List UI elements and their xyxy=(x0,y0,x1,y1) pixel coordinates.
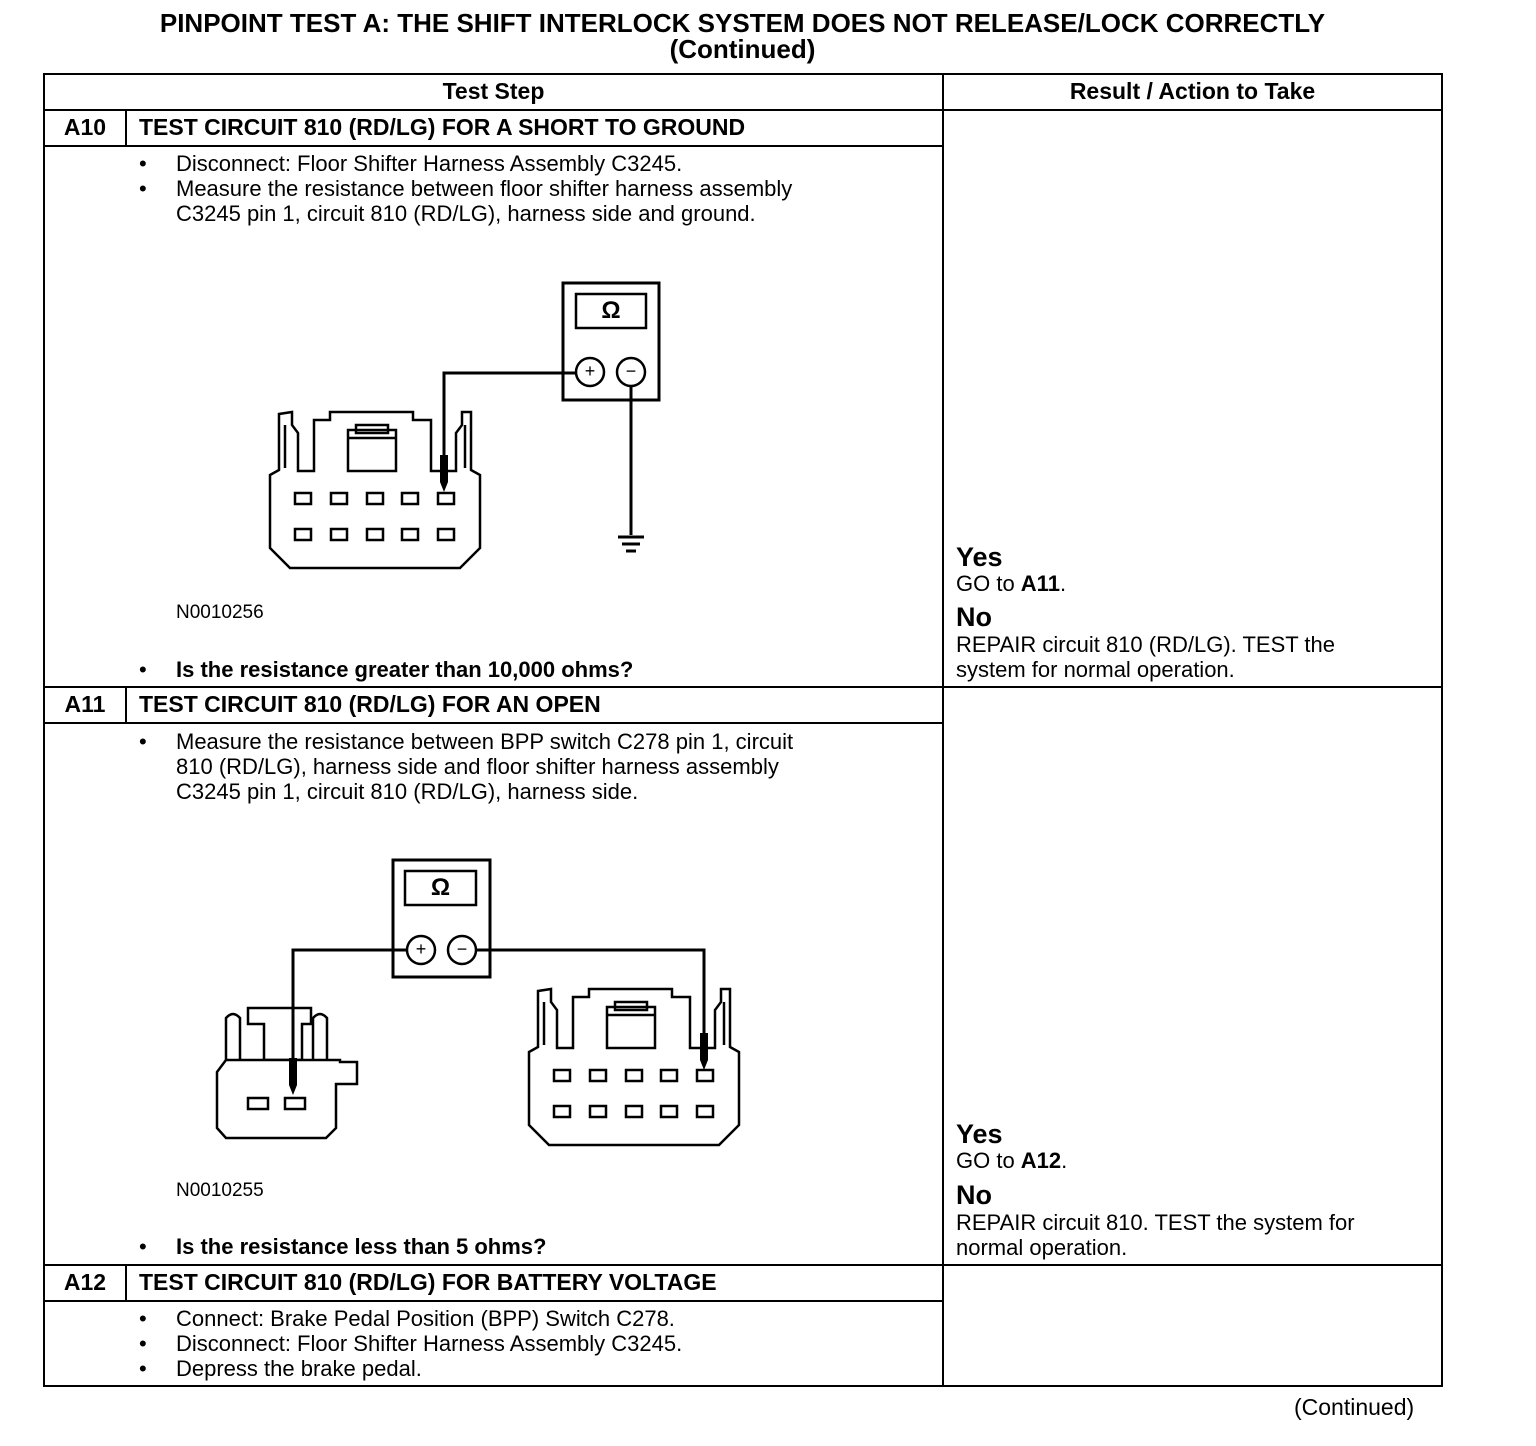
step-a12-id-divider xyxy=(125,1264,127,1301)
bullet-icon: • xyxy=(139,1234,147,1259)
pinpoint-test-table xyxy=(43,73,1443,1387)
step-a11-instruction-3: C3245 pin 1, circuit 810 (RD/LG), harnes… xyxy=(176,779,639,804)
step-a11-no-action-1: REPAIR circuit 810. TEST the system for xyxy=(956,1210,1355,1235)
step-a12-instruction-1: Connect: Brake Pedal Position (BPP) Swit… xyxy=(176,1306,675,1331)
step-a10-no-label: No xyxy=(956,602,992,632)
page-title-continued: (Continued) xyxy=(669,34,816,64)
step-a11-bottom-rule xyxy=(43,1264,1443,1266)
step-a11-no-label: No xyxy=(956,1180,992,1210)
step-a11-title: TEST CIRCUIT 810 (RD/LG) FOR AN OPEN xyxy=(139,691,601,717)
step-a10-instruction-3: C3245 pin 1, circuit 810 (RD/LG), harnes… xyxy=(176,201,756,226)
page-title: PINPOINT TEST A: THE SHIFT INTERLOCK SYS… xyxy=(159,8,1326,38)
step-a11-title-rule xyxy=(43,722,943,724)
step-a10-figure-id: N0010256 xyxy=(176,602,264,623)
step-a10-question: Is the resistance greater than 10,000 oh… xyxy=(176,657,634,682)
ohm-symbol-icon: Ω xyxy=(601,297,621,324)
column-header-test-step: Test Step xyxy=(442,78,545,104)
step-a12-instruction-2: Disconnect: Floor Shifter Harness Assemb… xyxy=(176,1331,683,1356)
step-a11-figure-id: N0010255 xyxy=(176,1180,264,1201)
step-a10-bottom-rule xyxy=(43,686,1443,688)
column-header-result-action: Result / Action to Take xyxy=(1069,78,1316,104)
step-a11-instruction-1: Measure the resistance between BPP switc… xyxy=(176,729,794,754)
plus-icon: + xyxy=(584,361,596,381)
step-a10-title-rule xyxy=(43,145,943,147)
step-a10-title: TEST CIRCUIT 810 (RD/LG) FOR A SHORT TO … xyxy=(139,114,746,140)
bullet-icon: • xyxy=(139,657,147,682)
step-a10-instruction-2: Measure the resistance between floor shi… xyxy=(176,176,793,201)
step-a11-yes-label: Yes xyxy=(956,1119,1003,1149)
step-a11-question: Is the resistance less than 5 ohms? xyxy=(176,1234,547,1259)
bullet-icon: • xyxy=(139,151,147,176)
step-a10-id: A10 xyxy=(63,114,107,140)
plus-icon: + xyxy=(415,939,427,959)
step-a12-title: TEST CIRCUIT 810 (RD/LG) FOR BATTERY VOL… xyxy=(139,1269,717,1295)
step-a11-id: A11 xyxy=(64,691,106,717)
step-a10-yes-label: Yes xyxy=(956,542,1003,572)
bullet-icon: • xyxy=(139,176,147,201)
bullet-icon: • xyxy=(139,1306,147,1331)
step-a12-id: A12 xyxy=(63,1269,107,1295)
step-a10-instruction-1: Disconnect: Floor Shifter Harness Assemb… xyxy=(176,151,683,176)
bullet-icon: • xyxy=(139,729,147,754)
step-a10-no-action-1: REPAIR circuit 810 (RD/LG). TEST the xyxy=(956,632,1336,657)
step-a11-id-divider xyxy=(125,686,127,723)
step-a11-instruction-2: 810 (RD/LG), harness side and floor shif… xyxy=(176,754,779,779)
footer-continued: (Continued) xyxy=(1294,1394,1415,1420)
step-a10-yes-action: GO to A11. xyxy=(956,571,1067,596)
header-rule xyxy=(43,109,1443,111)
step-a12-title-rule xyxy=(43,1300,943,1302)
step-a12-instruction-3: Depress the brake pedal. xyxy=(176,1356,422,1381)
bullet-icon: • xyxy=(139,1331,147,1356)
step-a10-id-divider xyxy=(125,109,127,146)
minus-icon: − xyxy=(625,361,637,381)
bullet-icon: • xyxy=(139,1356,147,1381)
step-a11-no-action-2: normal operation. xyxy=(956,1235,1128,1260)
ohm-symbol-icon: Ω xyxy=(430,874,451,901)
step-a10-no-action-2: system for normal operation. xyxy=(956,657,1235,682)
step-a11-yes-action: GO to A12. xyxy=(956,1148,1068,1173)
column-divider xyxy=(942,73,944,1387)
minus-icon: − xyxy=(456,939,468,959)
